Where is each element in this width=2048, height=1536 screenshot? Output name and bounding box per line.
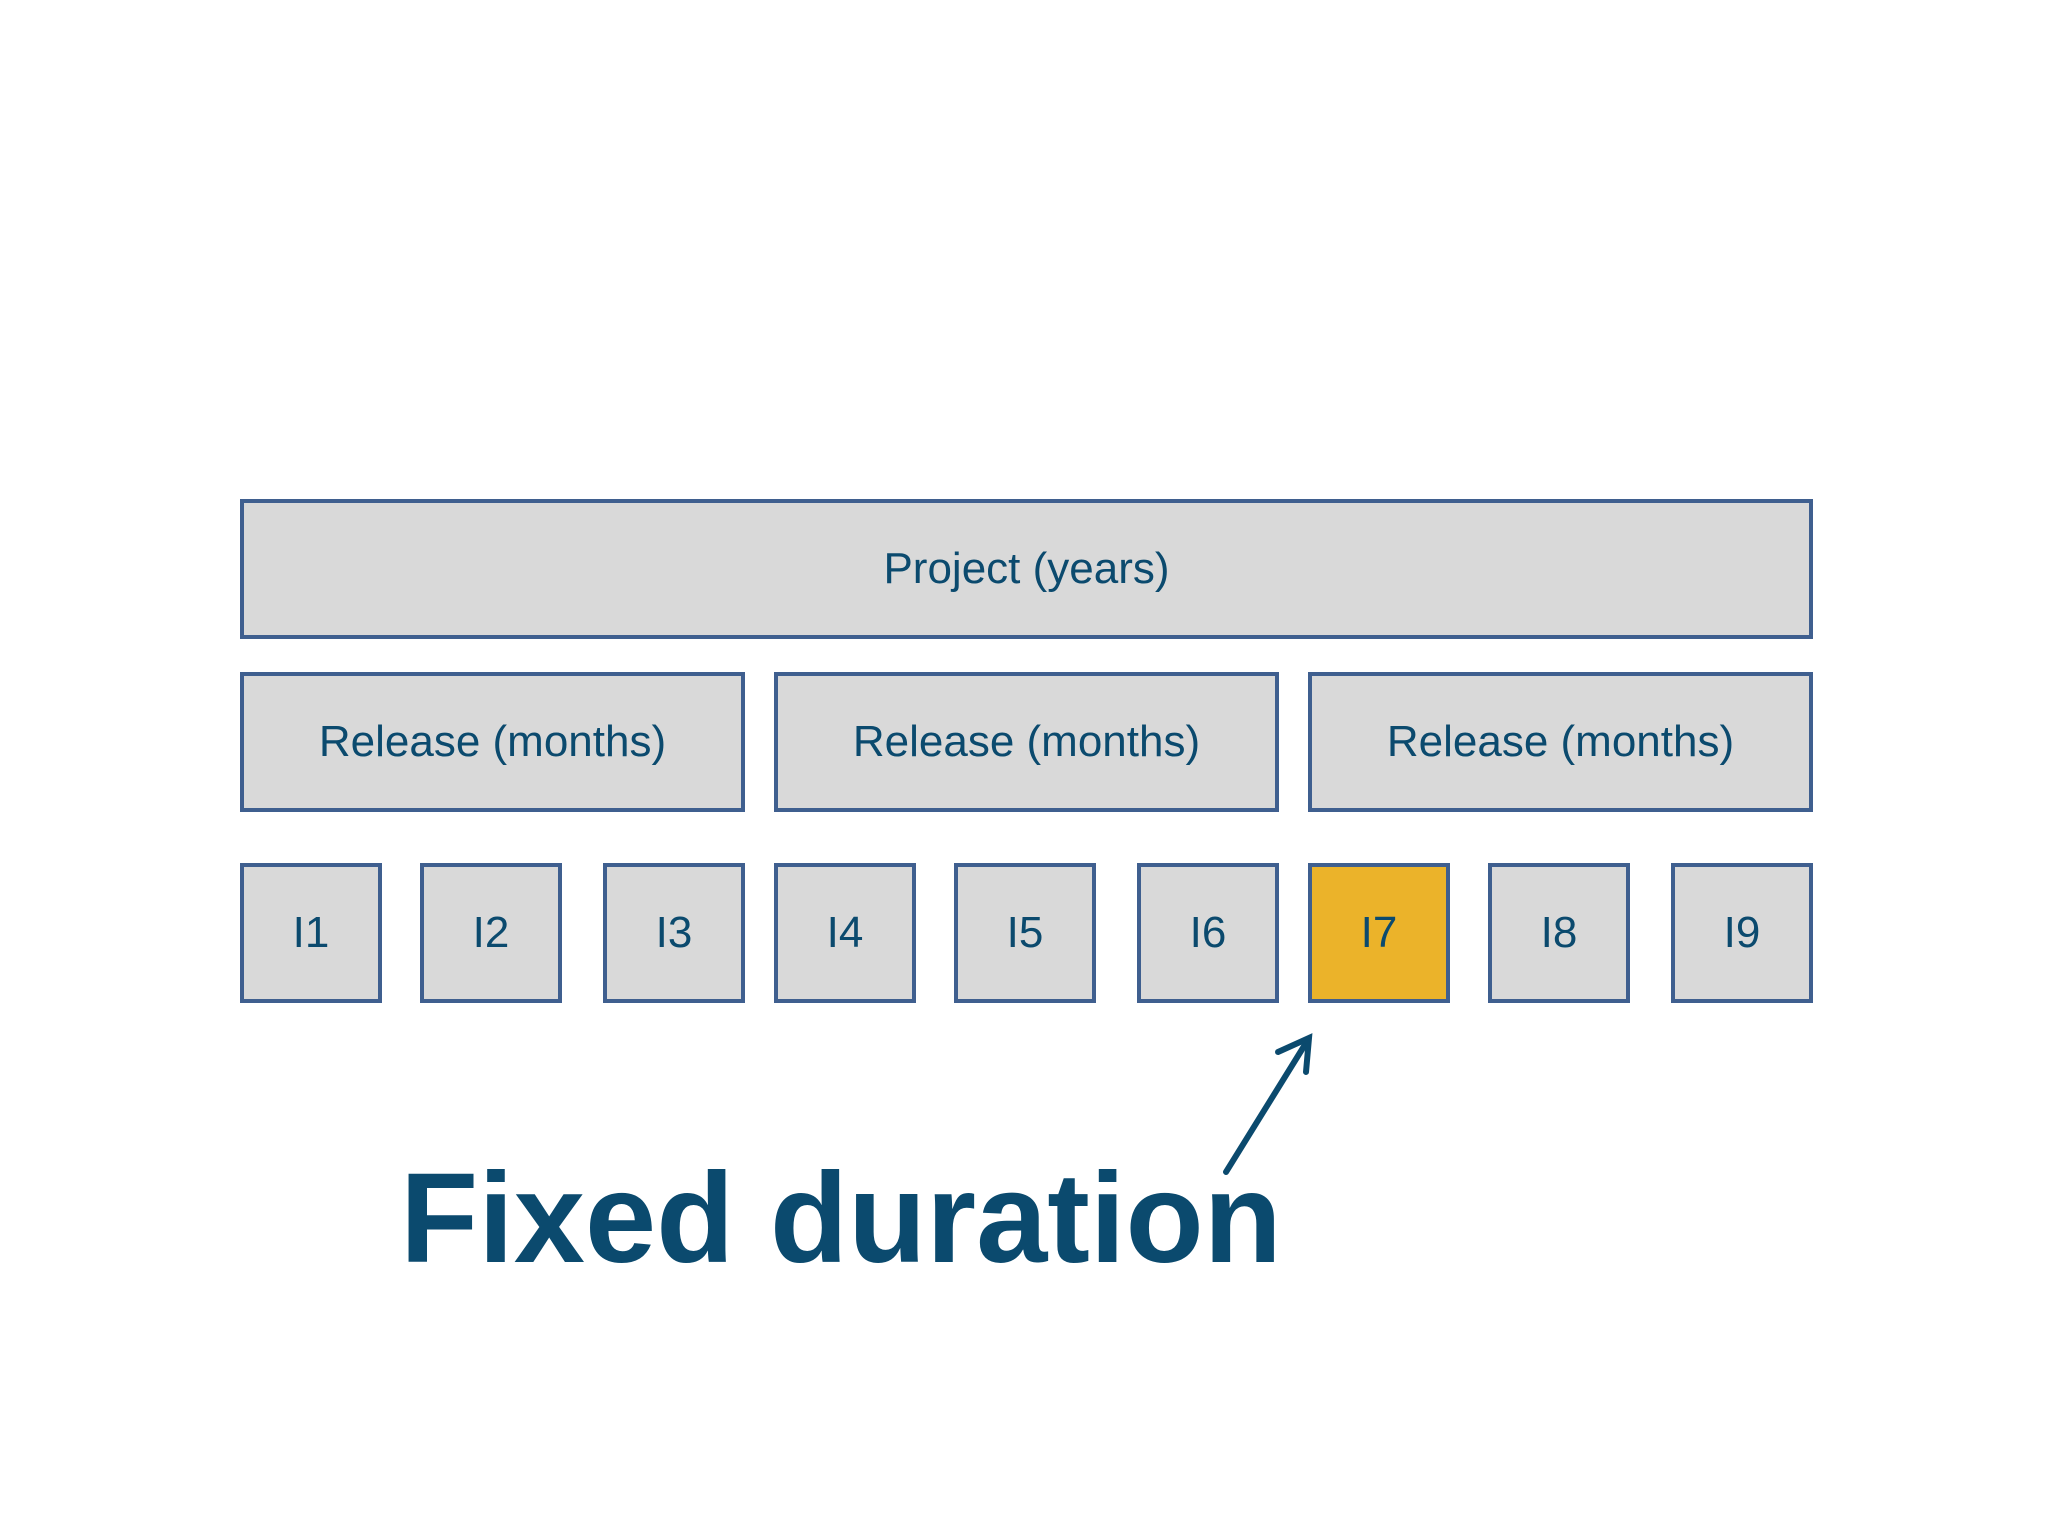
arrow-head [1275,1033,1313,1075]
release-label: Release (months) [318,717,667,766]
project-label: Project (years) [883,544,1170,593]
iteration-label: I4 [826,908,864,957]
iteration-box-9: I9 [1671,863,1813,1003]
iteration-label: I2 [472,908,510,957]
project-box: Project (years) [240,499,1813,639]
iteration-label: I9 [1723,908,1761,957]
caption-fixed-duration: Fixed duration [400,1147,1282,1290]
iteration-label: I6 [1189,908,1227,957]
iteration-box-6: I6 [1137,863,1279,1003]
iteration-box-8: I8 [1488,863,1630,1003]
iteration-box-3: I3 [603,863,745,1003]
release-box-3: Release (months) [1308,672,1813,812]
release-label: Release (months) [1386,717,1735,766]
iteration-label: I1 [292,908,330,957]
iteration-label: I3 [655,908,693,957]
release-box-2: Release (months) [774,672,1279,812]
iteration-label: I8 [1540,908,1578,957]
release-box-1: Release (months) [240,672,745,812]
iteration-label: I7 [1360,908,1398,957]
iteration-box-1: I1 [240,863,382,1003]
iteration-box-4: I4 [774,863,916,1003]
iteration-box-7: I7 [1308,863,1450,1003]
iteration-box-5: I5 [954,863,1096,1003]
release-label: Release (months) [852,717,1201,766]
iteration-box-2: I2 [420,863,562,1003]
iteration-label: I5 [1006,908,1044,957]
